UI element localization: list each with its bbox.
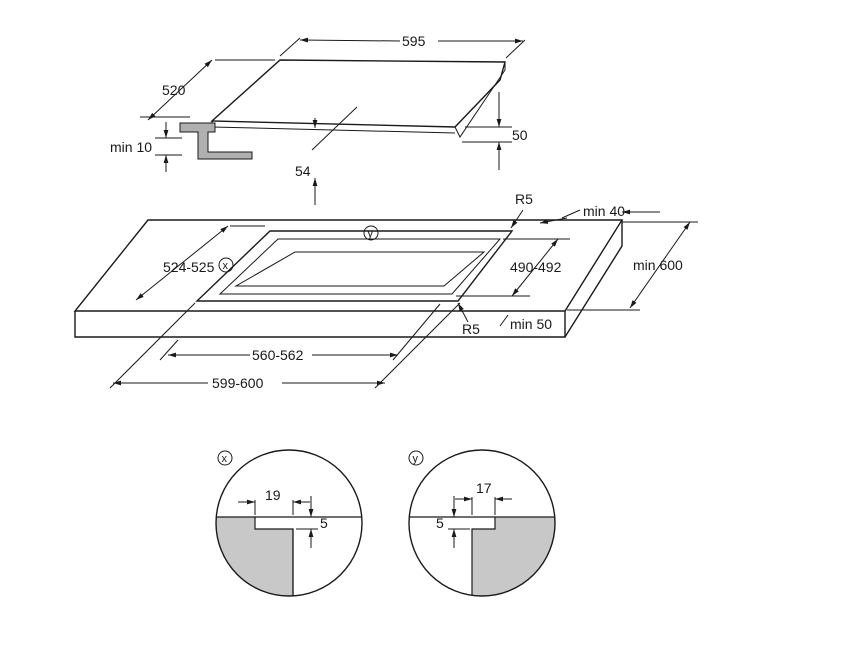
hob-bracket bbox=[179, 122, 253, 160]
detail-x-width-label: 19 bbox=[265, 487, 281, 503]
detail-y-tag bbox=[408, 450, 424, 466]
cutout-radius-top-label: R5 bbox=[515, 191, 533, 207]
cutout-inner-width-label: 560-562 bbox=[252, 347, 304, 363]
detail-y-marker bbox=[363, 225, 379, 241]
cutout-floor bbox=[234, 251, 486, 287]
detail-x-marker-text: x bbox=[223, 260, 229, 272]
cutout-outer bbox=[195, 230, 514, 302]
hob-glass-front bbox=[211, 121, 456, 134]
detail-y-depth-label: 5 bbox=[436, 515, 444, 531]
detail-x-marker bbox=[218, 257, 234, 273]
detail-y-tag-text: y bbox=[413, 453, 419, 465]
detail-y-width-label: 17 bbox=[476, 480, 492, 496]
cutout-min-counter-depth-label: min 600 bbox=[633, 257, 683, 273]
detail-x-tag bbox=[217, 450, 233, 466]
cutout-inner-depth-label: 490-492 bbox=[510, 259, 562, 275]
hob-drawing: 595 520 min 10 50 54 bbox=[110, 33, 528, 205]
hob-min-clearance-label: min 10 bbox=[110, 139, 152, 155]
cutout-inner bbox=[218, 238, 502, 295]
detail-y-circle bbox=[408, 449, 556, 597]
worktop-drawing: R5 min 40 min 600 y 524-525 x 490-492 R5… bbox=[73, 191, 698, 391]
hob-glass-top bbox=[210, 59, 506, 128]
hob-built-in-label: 54 bbox=[295, 163, 311, 179]
worktop-side-face bbox=[564, 220, 623, 338]
hob-height-label: 50 bbox=[512, 127, 528, 143]
cutout-radius-bottom-label: R5 bbox=[462, 321, 480, 337]
hob-width-label: 595 bbox=[402, 33, 426, 49]
cutout-width-label: 599-600 bbox=[212, 375, 264, 391]
detail-x-circle bbox=[215, 449, 363, 597]
detail-y: y 17 5 bbox=[408, 449, 556, 597]
cutout-min-front-label: min 50 bbox=[510, 316, 552, 332]
hob-depth-label: 520 bbox=[162, 82, 186, 98]
detail-x: x 19 5 bbox=[215, 449, 363, 597]
detail-y-marker-text: y bbox=[368, 228, 374, 240]
worktop-front-face bbox=[74, 311, 566, 338]
cutout-depth-label: 524-525 bbox=[163, 259, 215, 275]
detail-x-tag-text: x bbox=[222, 453, 228, 465]
hob-glass-edge bbox=[454, 62, 506, 138]
cutout-min-back-label: min 40 bbox=[583, 203, 625, 219]
detail-x-depth-label: 5 bbox=[320, 515, 328, 531]
